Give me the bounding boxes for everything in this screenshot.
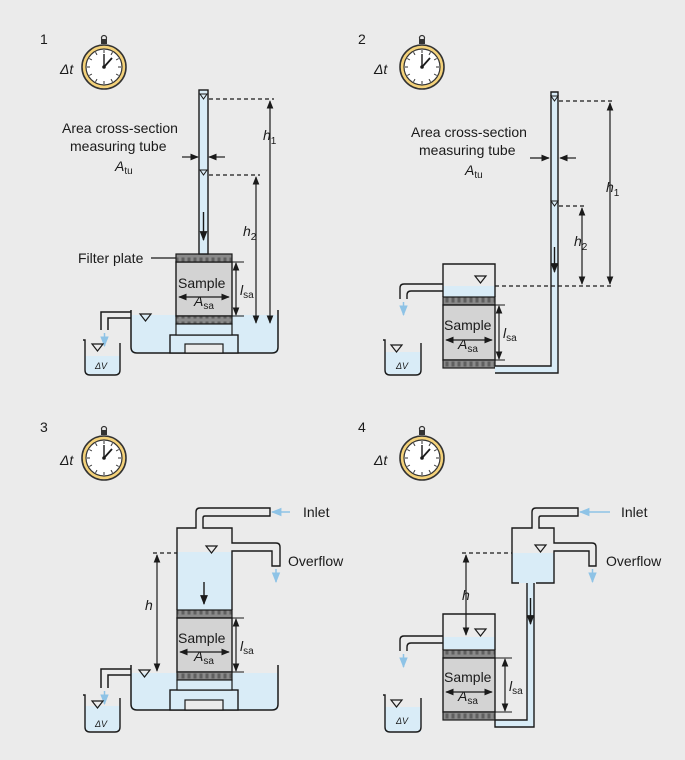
sample-label: Sample [178,275,226,291]
svg-text:Atu: Atu [464,162,483,181]
panel-3: 3 Δt ΔV Inlet Overflow Sample Asa [40,419,344,733]
filter-plate-bottom [175,315,233,325]
panel-number: 1 [40,31,48,47]
delta-t-label: Δt [59,452,74,468]
overflow-reservoir [442,263,496,297]
sample-cylinder [175,261,233,317]
sample-cylinder [442,657,496,713]
a-sa-label: A [193,293,203,309]
stopwatch-icon [399,34,445,90]
svg-text:h1: h1 [263,127,277,147]
water-level-icon [138,313,153,322]
stopwatch-icon [81,425,127,481]
filter-plate-label: Filter plate [78,250,144,266]
panel-number: 2 [358,31,366,47]
delta-t-label: Δt [373,61,388,77]
l-sa-label: l [240,282,244,298]
svg-text:lsa: lsa [240,638,254,657]
h2-label: h [574,233,582,249]
inlet-label: Inlet [303,504,330,520]
sample-label: Sample [178,630,226,646]
overflow-label: Overflow [606,553,662,569]
delta-t-label: Δt [59,61,74,77]
stopwatch-icon [399,425,445,481]
svg-text:Asa: Asa [457,336,478,355]
a-sa-label: A [457,336,467,352]
area-label-2: measuring tube [419,142,516,158]
area-label-2: measuring tube [70,138,167,154]
panel-number: 4 [358,419,366,435]
filter-plate-top [175,253,233,263]
beaker [383,694,422,733]
svg-text:h2: h2 [574,233,588,253]
h-label: h [145,597,153,613]
h1-label: h [606,179,614,195]
a-tu-label: A [464,162,474,178]
h1-label: h [263,127,271,143]
a-sa-label: A [193,648,203,664]
svg-text:Atu: Atu [114,158,133,177]
svg-text:Asa: Asa [193,293,214,312]
feed-tube [494,583,535,728]
svg-text:lsa: lsa [509,678,523,697]
sample-cylinder [176,617,233,673]
delta-t-label: Δt [373,452,388,468]
area-label-1: Area cross-section [62,120,178,136]
panel-number: 3 [40,419,48,435]
l-sa-label: l [503,325,507,341]
panel-1: 1 Δt ΔV Sample Asa Area cross [40,31,279,376]
svg-text:lsa: lsa [503,325,517,344]
h2-label: h [243,223,251,239]
stopwatch-icon [81,34,127,90]
beaker [383,339,422,376]
panel-4: 4 Δt Inlet Overflow Sample Asa lsa [358,419,662,733]
l-sa-label: l [509,678,513,694]
beaker [83,339,121,376]
delta-v-label: ΔV [94,361,108,371]
svg-text:h2: h2 [243,223,257,243]
h-label: h [462,587,470,603]
l-sa-label: l [240,638,244,654]
svg-text:lsa: lsa [240,282,254,301]
panel-2: 2 Δt Sample Asa lsa Area cross-section m… [358,31,620,376]
a-tu-label: A [114,158,124,174]
inlet-label: Inlet [621,504,648,520]
area-label-1: Area cross-section [411,124,527,140]
svg-text:Asa: Asa [457,688,478,707]
delta-v-label: ΔV [94,719,108,729]
measuring-tube [198,89,209,255]
a-sa-label: A [457,688,467,704]
delta-v-label: ΔV [395,716,409,726]
svg-text:Asa: Asa [193,648,214,667]
sample-label: Sample [444,669,492,685]
upper-reservoir [511,507,597,584]
measuring-tube [495,91,559,374]
svg-text:h1: h1 [606,179,620,199]
delta-v-label: ΔV [395,361,409,371]
sample-label: Sample [444,317,492,333]
overflow-label: Overflow [288,553,344,569]
upper-reservoir [176,507,281,610]
beaker [83,694,121,733]
